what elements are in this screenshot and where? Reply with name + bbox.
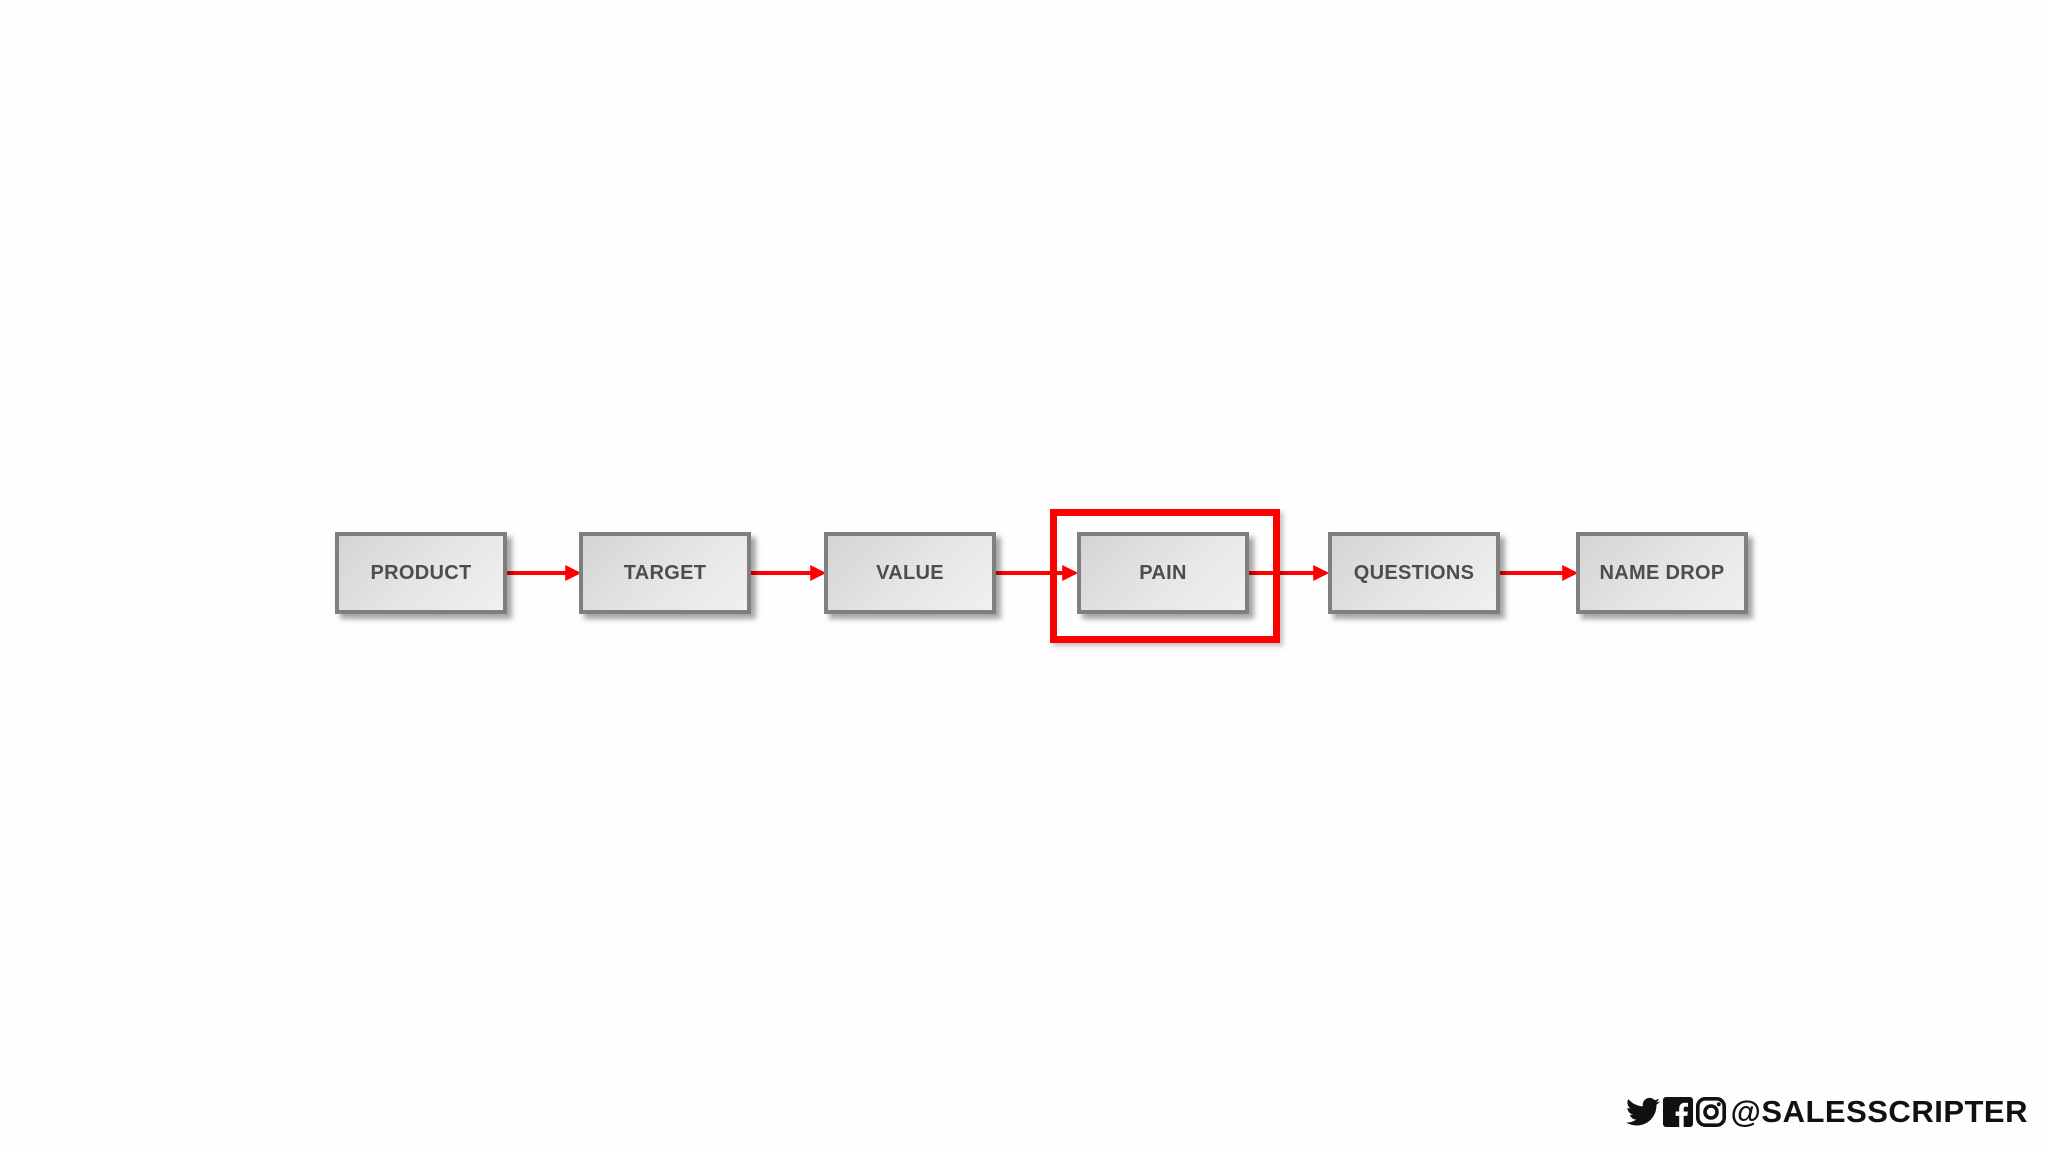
facebook-icon [1662, 1097, 1693, 1127]
social-footer: @SALESSCRIPTER [1625, 1094, 2028, 1130]
step-product: PRODUCT [335, 532, 507, 614]
step-label: PRODUCT [370, 561, 472, 584]
social-handle: @SALESSCRIPTER [1730, 1094, 2028, 1129]
step-pain: PAIN [1077, 532, 1249, 614]
pain-highlight-frame [1050, 509, 1280, 643]
instagram-icon [1695, 1097, 1726, 1127]
step-name-drop: NAME DROP [1576, 532, 1748, 614]
step-label: NAME DROP [1599, 561, 1725, 584]
step-label: QUESTIONS [1353, 561, 1475, 584]
twitter-icon [1625, 1097, 1660, 1126]
step-value: VALUE [824, 532, 996, 614]
step-label: TARGET [623, 561, 707, 584]
step-label: VALUE [876, 561, 944, 584]
step-target: TARGET [579, 532, 751, 614]
step-questions: QUESTIONS [1328, 532, 1500, 614]
step-label: PAIN [1139, 561, 1187, 584]
